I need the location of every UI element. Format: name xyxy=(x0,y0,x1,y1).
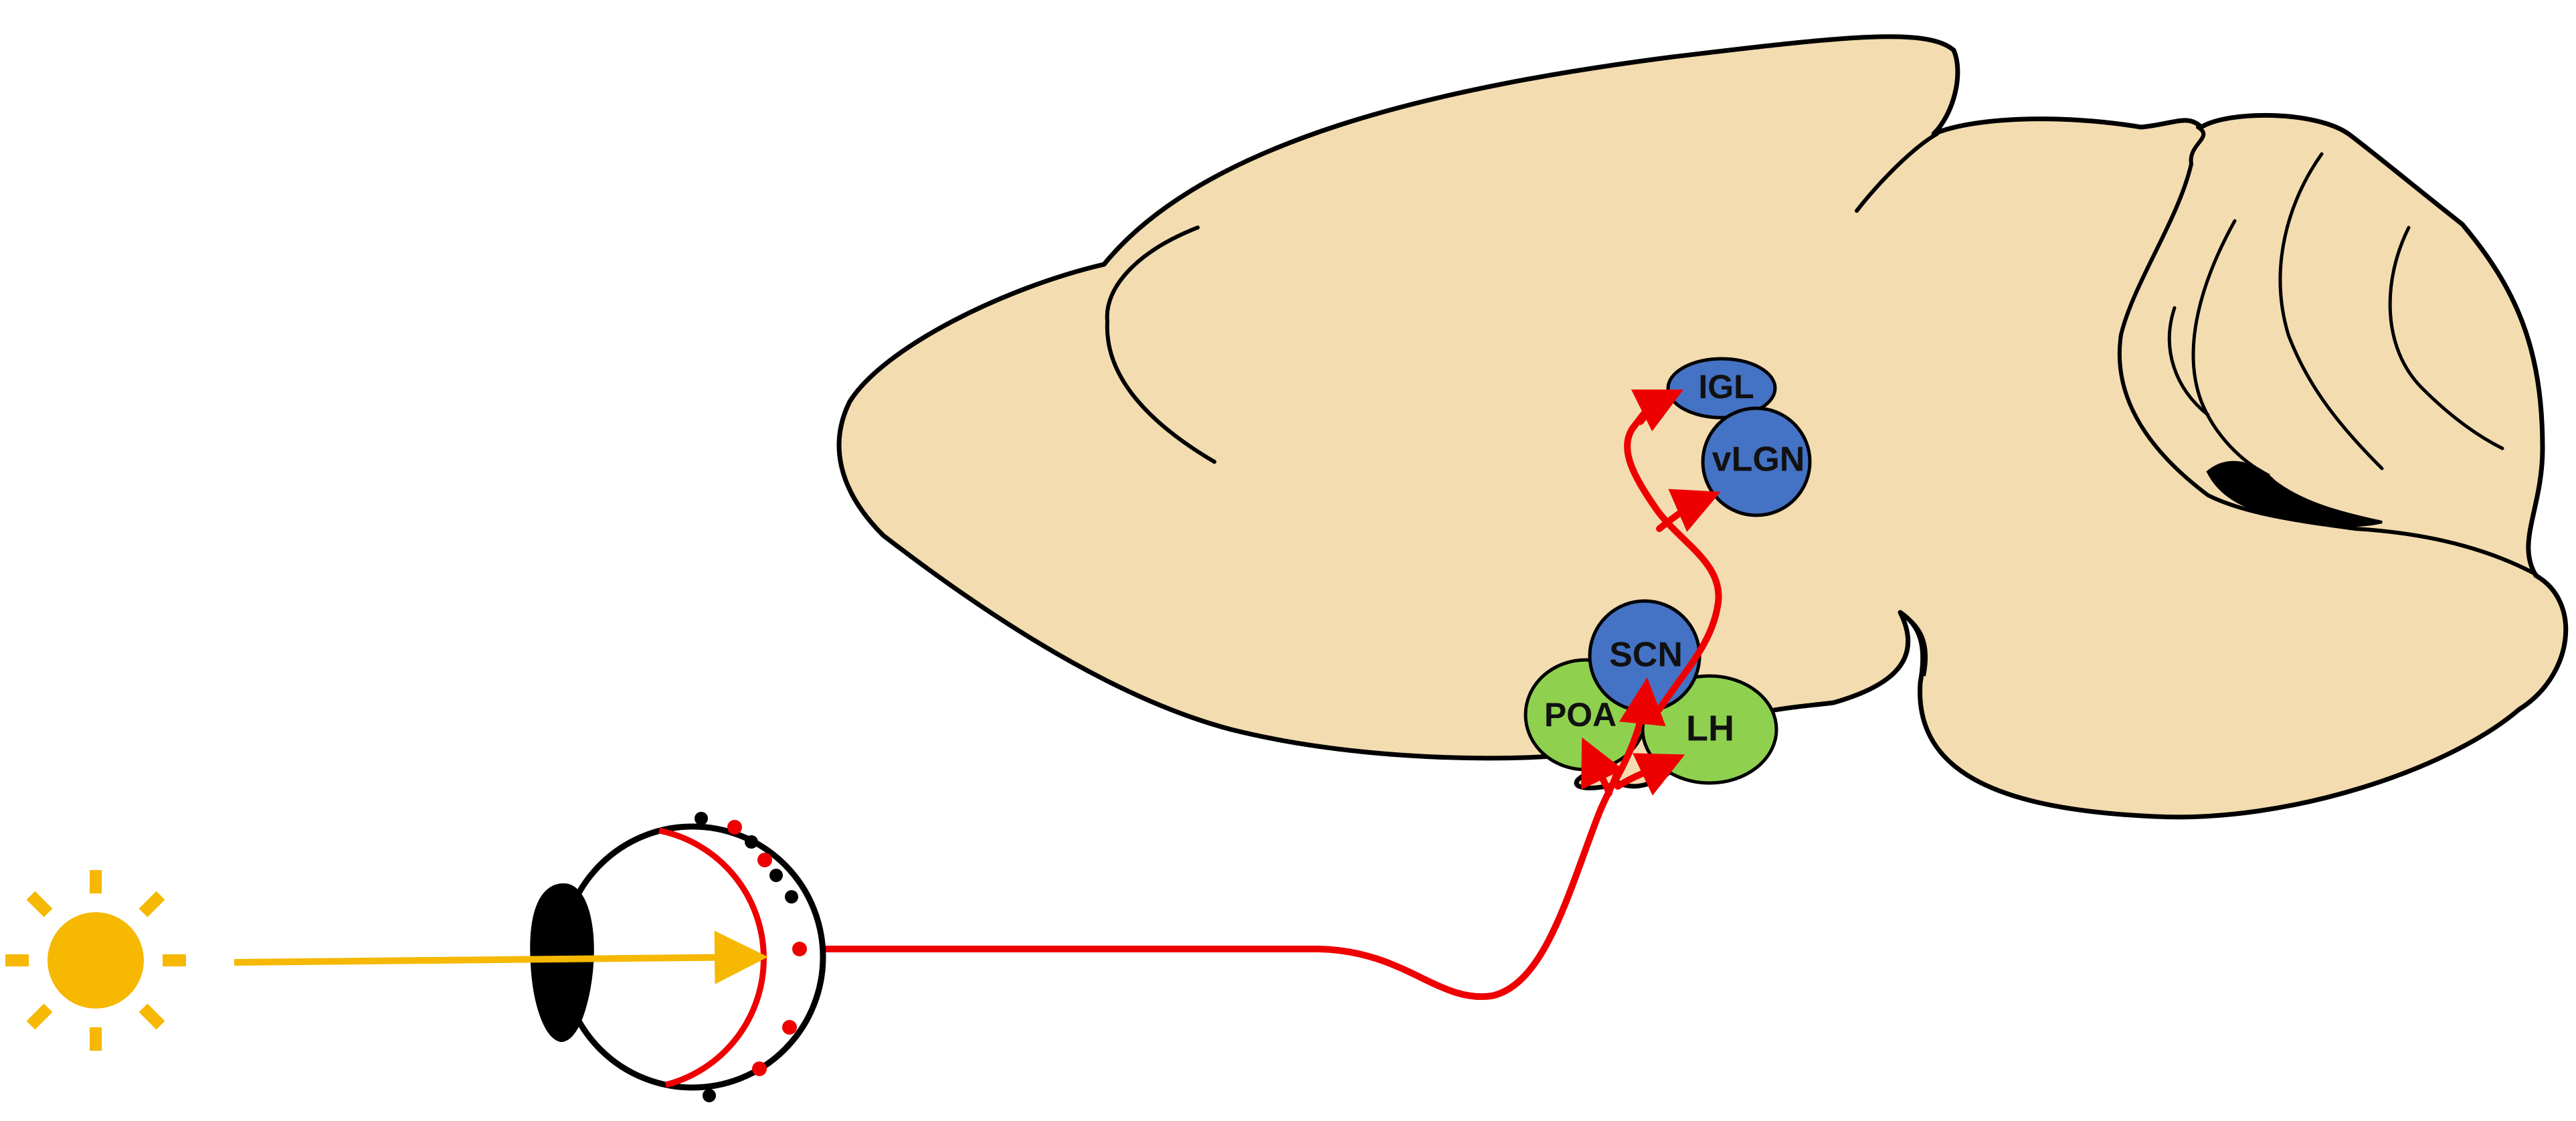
cerebellum-folium-2 xyxy=(2191,219,2270,477)
branch-to-igl xyxy=(1631,389,1684,432)
iprgc-dots xyxy=(727,820,807,1076)
optic-nerve xyxy=(820,773,1619,1001)
brain xyxy=(836,34,2569,820)
light-ray xyxy=(234,930,768,984)
branch-to-scn xyxy=(1611,677,1666,786)
sun-icon xyxy=(5,870,186,1051)
lh-label: LH xyxy=(1686,708,1734,748)
igl-label: IGL xyxy=(1698,368,1754,406)
scn-label: SCN xyxy=(1609,636,1683,675)
retinal-pathway xyxy=(820,389,1722,1001)
midbrain-fold xyxy=(1855,132,1939,213)
cerebellum-folium-3 xyxy=(2388,226,2504,450)
branch-to-vlgn xyxy=(1656,489,1721,532)
poa-label: POA xyxy=(1544,696,1617,734)
cerebellum-folium-4 xyxy=(2167,306,2210,417)
fourth-ventricle xyxy=(2206,460,2383,527)
sun-disc xyxy=(48,912,144,1009)
nucleus-scn: SCN xyxy=(1588,599,1701,713)
cerebellum-folium-1 xyxy=(2278,152,2384,470)
branch-to-lh xyxy=(1615,753,1685,796)
photoreceptor-dots xyxy=(695,812,798,1102)
vlgn-circle xyxy=(1701,406,1812,517)
sun-rays xyxy=(5,870,186,1051)
brain-outline xyxy=(836,34,2569,820)
nucleus-vlgn: vLGN xyxy=(1701,406,1812,517)
cerebellum-boundary xyxy=(2117,125,2538,576)
pons-notch xyxy=(1899,610,1928,677)
igl-ellipse xyxy=(1666,357,1777,420)
pupil xyxy=(530,883,594,1043)
vlgn-label: vLGN xyxy=(1712,440,1805,479)
cortex-sulcus xyxy=(1105,226,1216,464)
nucleus-igl: IGL xyxy=(1666,357,1777,420)
branch-to-poa xyxy=(1581,737,1624,796)
